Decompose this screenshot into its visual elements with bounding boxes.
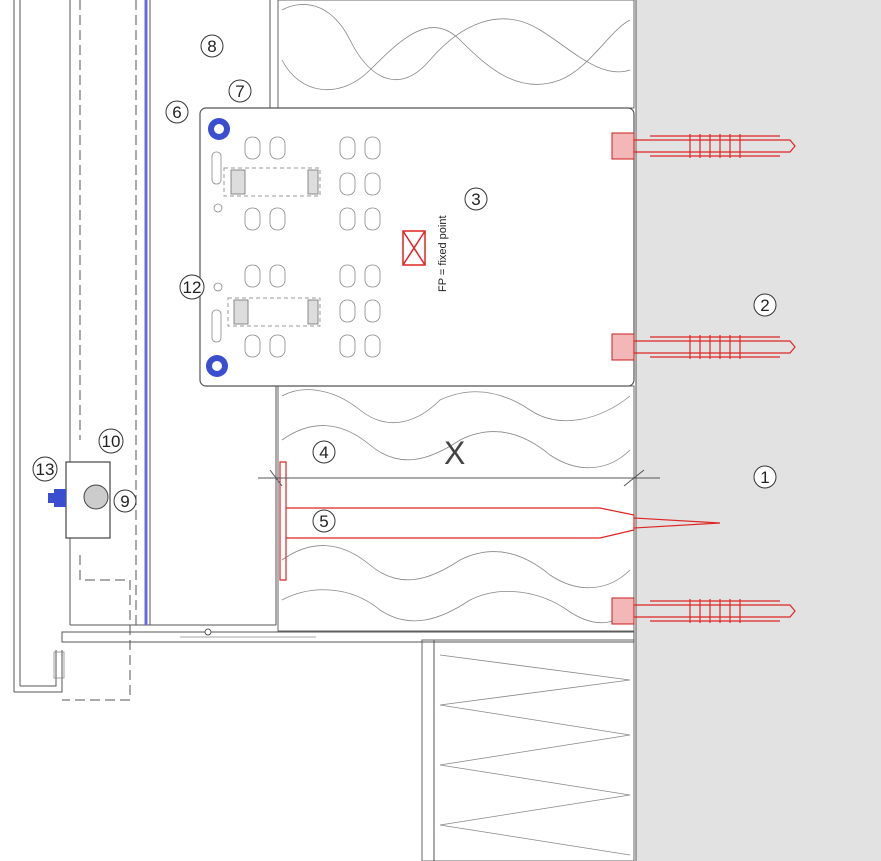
svg-text:10: 10 [102, 432, 121, 451]
callout-5: 5 [312, 509, 336, 533]
fixed-point-note: FP = fixed point [437, 215, 449, 292]
svg-text:3: 3 [471, 190, 480, 209]
svg-text:7: 7 [235, 82, 244, 101]
svg-text:9: 9 [120, 492, 129, 511]
wall-plug-anchor-icon [611, 597, 796, 625]
callout-2: 2 [753, 293, 777, 317]
svg-text:13: 13 [36, 460, 55, 479]
callout-10: 10 [98, 428, 124, 454]
svg-text:6: 6 [172, 103, 181, 122]
callout-6: 6 [165, 100, 189, 124]
svg-text:2: 2 [760, 296, 769, 315]
sill-profile [61, 628, 635, 643]
callout-3: 3 [464, 187, 488, 211]
hex-screw-icon [208, 118, 230, 140]
wall-plug-anchor-icon [611, 132, 796, 160]
svg-text:1: 1 [760, 468, 769, 487]
insulation-lower [421, 639, 635, 861]
hex-screw-icon [206, 355, 228, 377]
wall-plug-anchor-icon [611, 333, 796, 361]
insulation-fastener [279, 461, 721, 581]
concrete-wall [636, 0, 881, 861]
fixed-point-cross-icon [402, 230, 426, 266]
callout-13: 13 [32, 456, 58, 482]
callout-9: 9 [113, 489, 137, 513]
insulation-upper [277, 0, 635, 109]
callout-8: 8 [200, 34, 224, 58]
bracket-plate [199, 107, 635, 387]
svg-text:8: 8 [207, 37, 216, 56]
callout-12: 12 [179, 274, 205, 300]
callout-4: 4 [312, 440, 336, 464]
callout-1: 1 [753, 465, 777, 489]
dimension-label: X [444, 435, 465, 471]
svg-text:12: 12 [183, 278, 202, 297]
rail-clip [48, 461, 111, 539]
svg-text:5: 5 [319, 512, 328, 531]
svg-text:4: 4 [319, 443, 328, 462]
callout-7: 7 [228, 79, 252, 103]
dimension-x [258, 469, 660, 487]
